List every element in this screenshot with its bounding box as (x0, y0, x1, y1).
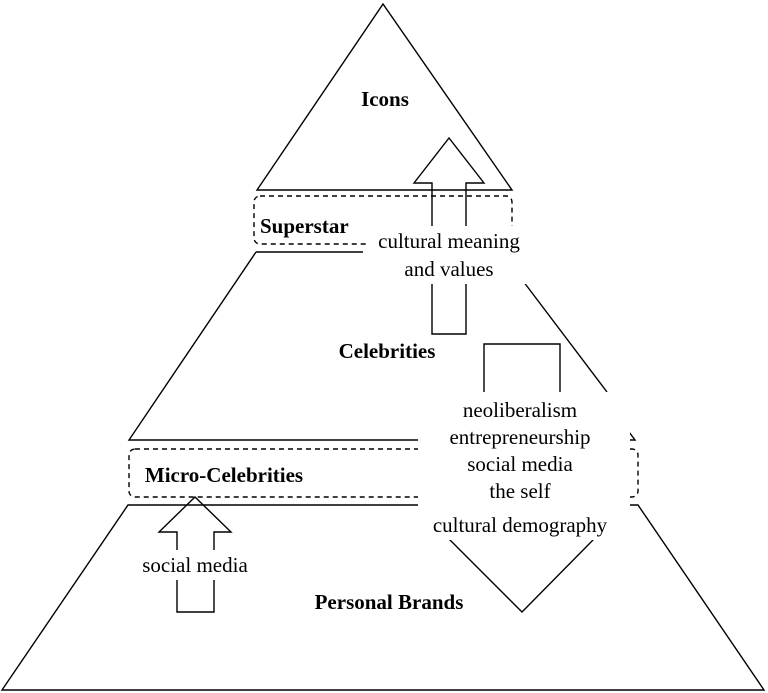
up-arrow-cultural (412, 136, 486, 335)
neoliberalism-line-3: social media (467, 452, 573, 476)
micro-celebrities-band (128, 448, 639, 498)
personal-brands-label: Personal Brands (315, 590, 464, 614)
celebrities-label: Celebrities (339, 339, 436, 363)
cultural-label-bg (366, 226, 534, 284)
neoliberalism-line-5: cultural demography (433, 513, 608, 537)
neoliberalism-line-4: the self (489, 479, 550, 503)
icons-triangle (255, 2, 514, 191)
social-media-label: social media (142, 553, 248, 577)
icons-label: Icons (361, 87, 409, 111)
superstar-label: Superstar (260, 214, 349, 238)
neoliberalism-line-2: entrepreneurship (449, 425, 590, 449)
cultural-label-line-1: cultural meaning (378, 229, 520, 253)
cultural-label-line-2: and values (404, 257, 493, 281)
neoliberalism-label-bg (418, 392, 630, 540)
neoliberalism-line-1: neoliberalism (463, 398, 577, 422)
up-arrow-social-media (157, 496, 233, 613)
micro-celebrities-label: Micro-Celebrities (145, 463, 303, 487)
social-media-label-bg (133, 550, 257, 580)
